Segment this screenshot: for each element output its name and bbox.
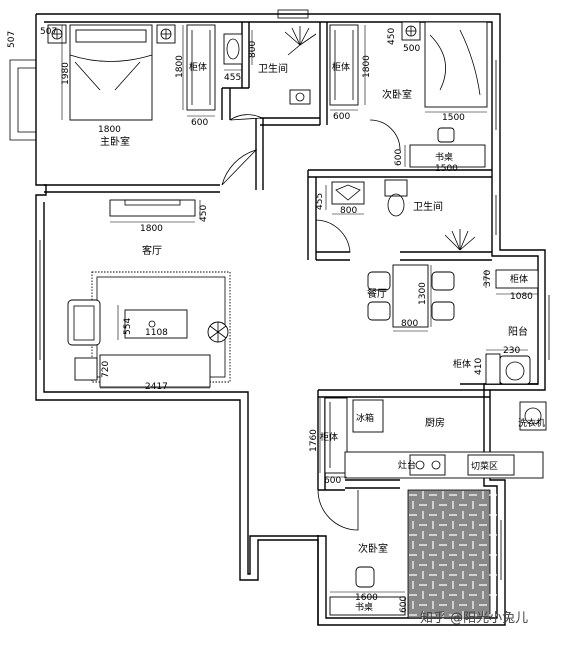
label-kitchen: 厨房 [425,416,445,429]
second-bed [424,21,488,108]
svg-text:800: 800 [401,319,418,329]
svg-text:507: 507 [7,31,17,48]
watermark: 知乎 @阳光小兔儿 [420,610,528,626]
svg-text:柜体: 柜体 [510,273,528,285]
svg-text:洗衣机: 洗衣机 [518,417,545,429]
svg-text:2417: 2417 [145,382,168,392]
label-dining-room: 餐厅 [367,287,387,300]
chair-top-icon [437,127,455,143]
svg-text:1600: 1600 [355,593,378,603]
shower-1-icon [284,26,317,56]
svg-text:灶台: 灶台 [398,459,416,471]
svg-text:1800: 1800 [175,55,185,78]
svg-text:720: 720 [101,361,111,378]
bathroom-2 [325,179,476,251]
stove-icon [409,454,446,476]
plant-icon [207,321,229,343]
svg-text:450: 450 [387,28,397,45]
svg-text:600: 600 [191,118,208,128]
svg-text:800: 800 [340,206,357,216]
label-balcony: 阳台 [508,325,528,338]
svg-text:450: 450 [199,205,209,222]
label-second-bedroom-bottom: 次卧室 [358,542,388,555]
svg-text:1500: 1500 [435,164,458,174]
svg-text:柜体: 柜体 [320,431,338,443]
svg-text:230: 230 [503,346,520,356]
label-second-bedroom-top: 次卧室 [382,88,412,101]
label-living-room: 客厅 [142,244,162,257]
svg-text:410: 410 [474,358,484,375]
dimension-labels: 507 507 1980 1800 1800 600 800 455 1800 … [7,27,533,613]
fridge [352,399,384,433]
bathroom-1 [223,26,317,105]
svg-text:455: 455 [315,193,325,210]
svg-text:1760: 1760 [309,429,319,452]
svg-text:500: 500 [403,44,420,54]
svg-text:1500: 1500 [442,113,465,123]
tall-cabinet [324,397,348,474]
desk-top [409,144,486,168]
svg-text:600: 600 [399,596,409,613]
kitchen [319,397,547,479]
svg-text:书桌: 书桌 [435,151,453,163]
svg-text:600: 600 [324,476,341,486]
svg-text:600: 600 [333,112,350,122]
sink-2-icon [331,181,365,205]
svg-text:370: 370 [483,270,493,287]
label-bathroom-1: 卫生间 [258,62,288,75]
tv-cabinet [109,199,196,217]
label-bathroom-2: 卫生间 [413,200,443,213]
windows [491,60,550,580]
svg-text:冰箱: 冰箱 [356,412,374,424]
doors [221,114,401,531]
cabinet-stack [485,353,501,385]
svg-text:柜体: 柜体 [453,358,471,370]
cabinet-balcony [495,269,539,289]
second-bedroom-top [329,21,488,168]
dining-table [392,264,429,328]
svg-text:507: 507 [40,27,57,37]
svg-text:455: 455 [224,73,241,83]
svg-text:600: 600 [394,149,404,166]
desk-bottom [329,596,406,616]
svg-text:800: 800 [248,41,258,58]
room-labels: 主卧室 卫生间 次卧室 卫生间 客厅 餐厅 阳台 厨房 次卧室 [100,62,528,555]
side-table-icon [74,357,98,381]
svg-text:书桌: 书桌 [355,601,373,613]
svg-text:1300: 1300 [418,282,428,305]
svg-text:1108: 1108 [145,328,168,338]
master-bedroom [47,24,216,121]
living-room [67,199,231,389]
svg-text:554: 554 [123,318,133,335]
shower-2-icon [444,229,476,251]
dining-room [367,264,539,332]
toilet-2-icon [384,179,408,197]
interior-walls [44,22,538,625]
chair-bottom-icon [355,566,375,588]
svg-text:1980: 1980 [61,62,71,85]
toilet-1-icon [289,89,311,105]
label-master-bedroom: 主卧室 [100,135,130,148]
balcony [485,349,531,385]
svg-text:1800: 1800 [140,224,163,234]
svg-text:1800: 1800 [362,55,372,78]
sofa [99,354,211,388]
second-bedroom-bottom [329,489,497,619]
washer-balcony-icon [499,355,531,385]
svg-text:柜体: 柜体 [332,61,350,73]
coffee-table [124,309,188,339]
prep-area [467,454,515,476]
dining-chairs [367,271,455,321]
sink-1-icon [223,33,243,65]
svg-text:柜体: 柜体 [189,61,207,73]
floor-tiles [407,489,497,619]
washer-kitchen-icon [519,401,547,431]
armchair-left [67,299,101,346]
svg-text:1080: 1080 [510,292,533,302]
furniture-labels: 柜体 柜体 柜体 柜体 书桌 书桌 冰箱 灶台 切菜区 洗衣机 柜体 [189,61,545,613]
svg-text:切菜区: 切菜区 [471,460,498,472]
svg-text:1800: 1800 [98,125,121,135]
